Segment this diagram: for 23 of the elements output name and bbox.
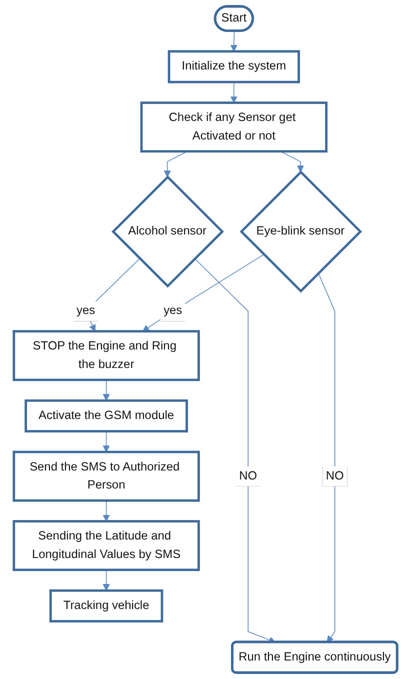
node-box: STOP the Engine and Ring the buzzer	[12, 330, 200, 382]
node-diamond: Eye-blink sensor	[240, 170, 362, 293]
arrow	[164, 150, 188, 178]
arrow	[280, 150, 304, 172]
edge-label: yes	[164, 304, 182, 318]
arrow	[102, 430, 110, 452]
arrow	[318, 272, 336, 643]
arrow	[102, 569, 110, 591]
edge-label: NO	[239, 468, 258, 482]
arrow	[230, 30, 238, 52]
node-box: Sending the Latitude and Longitudinal Values by SMS	[12, 520, 200, 572]
arrow	[230, 82, 238, 104]
arrow	[102, 379, 110, 401]
edge-label: yes	[76, 304, 96, 318]
arrow	[102, 500, 110, 522]
edge-label: NO	[326, 468, 344, 482]
node-diamond: Alcohol sensor	[112, 175, 224, 288]
node-box: Activate the GSM module	[24, 399, 188, 432]
node-box: Check if any Sensor get Activated or not	[140, 102, 328, 153]
node-box: Tracking vehicle	[49, 589, 164, 622]
arrow	[142, 254, 264, 332]
node-box: Initialize the system	[168, 50, 300, 84]
node-box: Send the SMS to Authorized Person	[12, 450, 200, 502]
